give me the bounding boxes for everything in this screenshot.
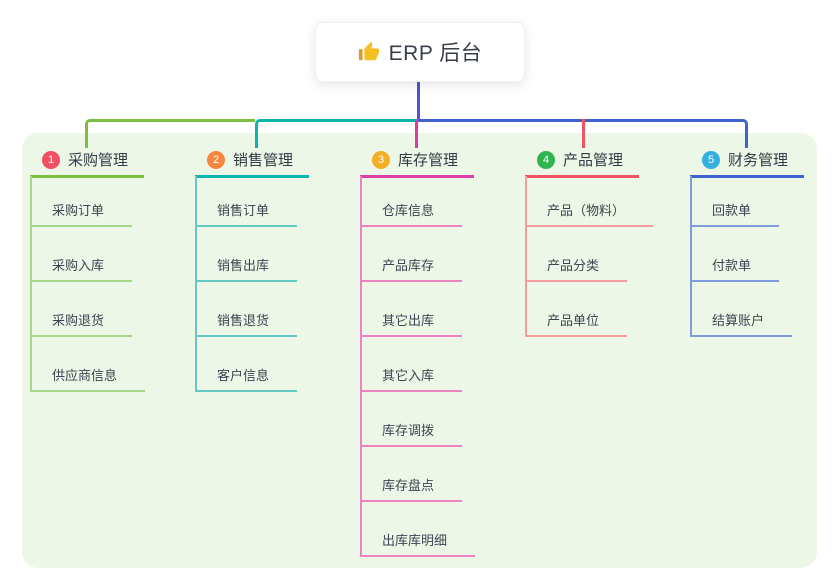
root-topic-node[interactable]: ERP 后台 xyxy=(315,22,525,82)
thumbs-up-icon xyxy=(358,41,380,63)
branch-number-badge: 4 xyxy=(537,150,555,169)
branch-spine-line xyxy=(195,176,197,392)
branch2-connector-line xyxy=(255,119,418,148)
subtopic-node[interactable]: 结算账户 xyxy=(690,312,793,337)
subtopic-node[interactable]: 采购订单 xyxy=(30,202,133,227)
branch-number-badge: 5 xyxy=(702,150,720,169)
subtopic-node[interactable]: 仓库信息 xyxy=(360,202,463,227)
subtopic-node[interactable]: 回款单 xyxy=(690,202,780,227)
branch1-connector-line xyxy=(85,119,255,148)
subtopic-node[interactable]: 其它入库 xyxy=(360,367,463,392)
subtopic-node[interactable]: 产品单位 xyxy=(525,312,628,337)
subtopic-node[interactable]: 供应商信息 xyxy=(30,367,146,392)
subtopic-node[interactable]: 销售订单 xyxy=(195,202,298,227)
branch-finance: 5 财务管理 回款单 付款单 结算账户 xyxy=(690,149,805,337)
branch-product: 4 产品管理 产品（物料） 产品分类 产品单位 xyxy=(525,149,654,337)
branch-number-badge: 2 xyxy=(207,150,225,169)
branch-spine-line xyxy=(525,176,527,337)
subtopic-node[interactable]: 其它出库 xyxy=(360,312,463,337)
subtopic-node[interactable]: 客户信息 xyxy=(195,367,298,392)
topic-label: 产品管理 xyxy=(563,152,624,169)
topic-label: 财务管理 xyxy=(728,152,789,169)
subtopic-node[interactable]: 产品（物料） xyxy=(525,202,654,227)
root-connector-line xyxy=(417,82,420,122)
branch-number-badge: 3 xyxy=(372,150,390,169)
branch-inventory: 3 库存管理 仓库信息 产品库存 其它出库 其它入库 库存调拨 库存盘点 出库库… xyxy=(360,149,476,557)
branch-number-badge: 1 xyxy=(42,150,60,169)
subtopic-node[interactable]: 产品库存 xyxy=(360,257,463,282)
topic-node-product[interactable]: 4 产品管理 xyxy=(525,149,640,178)
root-topic-title: ERP 后台 xyxy=(388,42,483,65)
branch4-connector-line xyxy=(582,119,585,148)
subtopic-node[interactable]: 库存调拨 xyxy=(360,422,463,447)
subtopic-node[interactable]: 付款单 xyxy=(690,257,780,282)
topic-node-purchase[interactable]: 1 采购管理 xyxy=(30,149,145,178)
branches-panel xyxy=(22,133,817,568)
subtopic-node[interactable]: 库存盘点 xyxy=(360,477,463,502)
branch-sales: 2 销售管理 销售订单 销售出库 销售退货 客户信息 xyxy=(195,149,310,392)
branch-spine-line xyxy=(360,176,362,557)
subtopic-node[interactable]: 出库库明细 xyxy=(360,532,476,557)
subtopic-node[interactable]: 销售退货 xyxy=(195,312,298,337)
topic-label: 库存管理 xyxy=(398,152,459,169)
topic-label: 采购管理 xyxy=(68,152,129,169)
subtopic-node[interactable]: 销售出库 xyxy=(195,257,298,282)
branch-purchase: 1 采购管理 采购订单 采购入库 采购退货 供应商信息 xyxy=(30,149,146,392)
branch3-connector-line xyxy=(415,119,418,148)
branch-spine-line xyxy=(30,176,32,392)
topic-node-inventory[interactable]: 3 库存管理 xyxy=(360,149,475,178)
branch-spine-line xyxy=(690,176,692,337)
topic-node-sales[interactable]: 2 销售管理 xyxy=(195,149,310,178)
subtopic-node[interactable]: 采购退货 xyxy=(30,312,133,337)
subtopic-node[interactable]: 产品分类 xyxy=(525,257,628,282)
topic-node-finance[interactable]: 5 财务管理 xyxy=(690,149,805,178)
topic-label: 销售管理 xyxy=(233,152,294,169)
subtopic-node[interactable]: 采购入库 xyxy=(30,257,133,282)
